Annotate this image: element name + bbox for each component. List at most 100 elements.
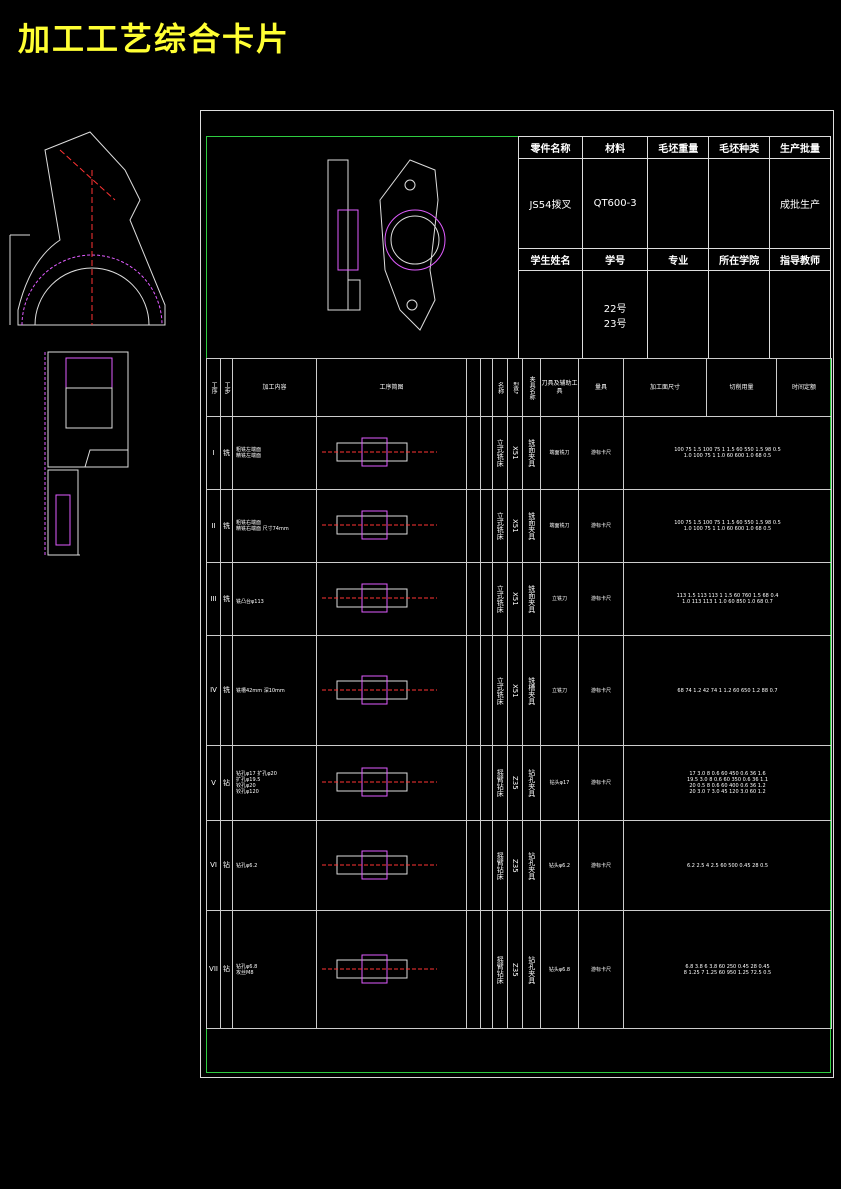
hdr-student-no: 学号: [581, 248, 649, 271]
process-sketch: [316, 416, 467, 490]
gauge: 游标卡尺: [578, 416, 624, 490]
process-content: 钻孔φ17 扩孔φ20 扩孔φ19.5 铰孔φ20 铰孔φ120: [232, 745, 317, 821]
process-no: VII: [206, 910, 221, 1029]
blank: [466, 635, 481, 746]
process-name: 钻: [220, 745, 233, 821]
dims-values: 100 75 1.5 100 75 1 1.5 60 550 1.5 98 0.…: [623, 416, 832, 490]
process-sketch: [316, 910, 467, 1029]
process-no: II: [206, 489, 221, 563]
val-part-name: JS54拨叉: [518, 158, 583, 249]
process-name: 铣: [220, 489, 233, 563]
fixture-name: 铣槽夹具: [522, 635, 541, 746]
gauge: 游标卡尺: [578, 635, 624, 746]
fixture-name: 钻孔夹具: [522, 820, 541, 911]
blank: [466, 489, 481, 563]
process-content: 铣槽42mm 深10mm: [232, 635, 317, 746]
part-drawing-left: [0, 130, 195, 570]
blank: [480, 416, 493, 490]
process-table: 工序 工步 加工内容 工序简图 名称 型号 夹具名称 刀具及辅助工具 量具 加工…: [206, 358, 832, 1029]
process-name: 铣: [220, 635, 233, 746]
machine-name: 摇臂钻床: [492, 910, 508, 1029]
val-batch: 成批生产: [769, 158, 831, 249]
cutter: 端面铣刀: [540, 489, 579, 563]
hdr-major: 专业: [647, 248, 710, 271]
cutter: 立铣刀: [540, 635, 579, 746]
machine-name: 立式铣床: [492, 635, 508, 746]
cutter: 钻头φ6.8: [540, 910, 579, 1029]
process-name: 钻: [220, 820, 233, 911]
process-sketch: [316, 635, 467, 746]
dims-values: 6.8 3.8 6 3.8 60 250 0.45 28 0.45 8 1.25…: [623, 910, 832, 1029]
process-no: IV: [206, 635, 221, 746]
blank: [480, 745, 493, 821]
process-no: I: [206, 416, 221, 490]
hdr-blank-weight: 毛坯重量: [647, 136, 710, 159]
machine-model: Z35: [507, 910, 523, 1029]
gauge: 游标卡尺: [578, 562, 624, 636]
dims-values: 17 3.0 8 0.6 60 450 0.6 36 1.6 19.5 3.0 …: [623, 745, 832, 821]
gauge: 游标卡尺: [578, 489, 624, 563]
process-sketch: [316, 489, 467, 563]
process-name: 钻: [220, 910, 233, 1029]
val-blank-type: [708, 158, 771, 249]
fixture-name: 铣面夹具: [522, 416, 541, 490]
hdr-student-name: 学生姓名: [518, 248, 583, 271]
blank: [480, 562, 493, 636]
process-no: VI: [206, 820, 221, 911]
machine-name: 立式铣床: [492, 416, 508, 490]
fixture-name: 钻孔夹具: [522, 910, 541, 1029]
gauge: 游标卡尺: [578, 910, 624, 1029]
drawing-frame-outer: [200, 110, 834, 1078]
dims-values: 100 75 1.5 100 75 1 1.5 60 550 1.5 98 0.…: [623, 489, 832, 563]
hdr-batch: 生产批量: [769, 136, 831, 159]
part-info-table: 零件名称 材料 毛坯重量 毛坯种类 生产批量 JS54拨叉 QT600-3 成批…: [518, 136, 831, 359]
process-name: 铣: [220, 416, 233, 490]
hdr-part-name: 零件名称: [518, 136, 583, 159]
gauge: 游标卡尺: [578, 745, 624, 821]
cutter: 钻头φ6.2: [540, 820, 579, 911]
process-content: 粗铣左端面 精铣左端面: [232, 416, 317, 490]
machine-model: X51: [507, 635, 523, 746]
process-content: 粗铣右端面 精铣右端面 尺寸74mm: [232, 489, 317, 563]
dims-values: 113 1.5 113 113 1 1.5 60 760 1.5 68 0.4 …: [623, 562, 832, 636]
machine-model: X51: [507, 562, 523, 636]
cutter: 立铣刀: [540, 562, 579, 636]
process-content: 钻孔φ6.8 攻丝M8: [232, 910, 317, 1029]
machine-model: Z35: [507, 745, 523, 821]
gauge: 游标卡尺: [578, 820, 624, 911]
blank: [466, 745, 481, 821]
process-content: 钻孔φ6.2: [232, 820, 317, 911]
machine-name: 摇臂钻床: [492, 745, 508, 821]
cutter: 端面铣刀: [540, 416, 579, 490]
blank: [480, 635, 493, 746]
cutter: 钻头φ17: [540, 745, 579, 821]
blank: [480, 489, 493, 563]
fixture-name: 铣面夹具: [522, 489, 541, 563]
process-sketch: [316, 820, 467, 911]
blank: [480, 820, 493, 911]
page-title: 加工工艺综合卡片: [18, 20, 291, 58]
fixture-name: 铣面夹具: [522, 562, 541, 636]
hdr-teacher: 指导教师: [769, 248, 831, 271]
machine-model: Z35: [507, 820, 523, 911]
process-no: V: [206, 745, 221, 821]
process-sketch: [316, 745, 467, 821]
blank: [466, 910, 481, 1029]
fixture-name: 钻孔夹具: [522, 745, 541, 821]
machine-name: 立式铣床: [492, 489, 508, 563]
hdr-material: 材料: [581, 136, 649, 159]
machine-name: 摇臂钻床: [492, 820, 508, 911]
blank: [466, 562, 481, 636]
process-name: 铣: [220, 562, 233, 636]
student-numbers: 22号 23号: [581, 270, 649, 359]
hdr-blank-type: 毛坯种类: [708, 136, 771, 159]
process-content: 铣凸台φ113: [232, 562, 317, 636]
process-no: III: [206, 562, 221, 636]
blank: [466, 416, 481, 490]
